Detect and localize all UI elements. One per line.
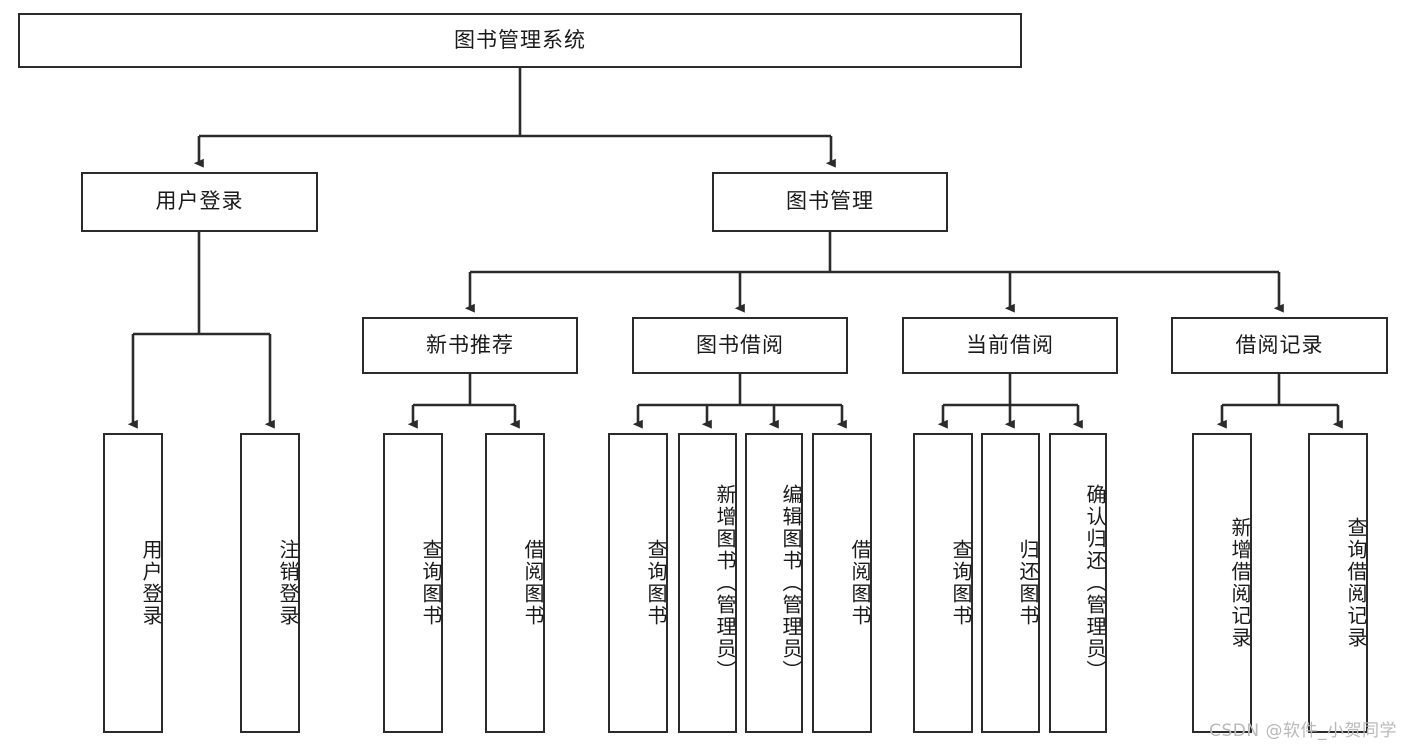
watermark: CSDN @软件_小贺同学 [1209,721,1397,741]
leaf-label: 借阅图书 [848,539,872,627]
node-book-management[interactable]: 图书管理 [712,172,948,232]
leaf-label: 用户登录 [139,539,163,627]
leaf-label: 归还图书 [1016,539,1040,627]
leaf-label: 借阅图书 [521,539,545,627]
leaf-label: 新增图书（管理员） [713,484,737,682]
node-new-book-recommend[interactable]: 新书推荐 [362,317,578,374]
leaf-confirm-return-admin[interactable]: 确认归还（管理员） [1049,433,1107,733]
leaf-return-book[interactable]: 归还图书 [981,433,1040,733]
node-book-borrow[interactable]: 图书借阅 [632,317,848,374]
leaf-label: 新增借阅记录 [1228,517,1252,649]
node-root[interactable]: 图书管理系统 [18,13,1022,68]
leaf-label: 注销登录 [276,539,300,627]
leaf-label: 编辑图书（管理员） [779,484,803,682]
leaf-query-book-borrow[interactable]: 查询图书 [608,433,668,733]
leaf-borrow-book[interactable]: 借阅图书 [812,433,872,733]
leaf-label: 查询借阅记录 [1344,517,1368,649]
leaf-user-login[interactable]: 用户登录 [103,433,163,733]
leaf-logout[interactable]: 注销登录 [240,433,300,733]
leaf-label: 查询图书 [644,539,668,627]
leaf-query-book-recommend[interactable]: 查询图书 [383,433,443,733]
leaf-edit-book-admin[interactable]: 编辑图书（管理员） [745,433,803,733]
node-user-login[interactable]: 用户登录 [81,172,318,232]
node-borrow-records[interactable]: 借阅记录 [1171,317,1388,374]
leaf-query-borrow-record[interactable]: 查询借阅记录 [1308,433,1368,733]
leaf-label: 查询图书 [419,539,443,627]
node-current-borrow[interactable]: 当前借阅 [902,317,1118,374]
leaf-query-book-current[interactable]: 查询图书 [913,433,973,733]
leaf-add-borrow-record[interactable]: 新增借阅记录 [1192,433,1252,733]
leaf-label: 查询图书 [949,539,973,627]
leaf-add-book-admin[interactable]: 新增图书（管理员） [678,433,737,733]
leaf-label: 确认归还（管理员） [1083,484,1107,682]
leaf-borrow-book-recommend[interactable]: 借阅图书 [485,433,545,733]
